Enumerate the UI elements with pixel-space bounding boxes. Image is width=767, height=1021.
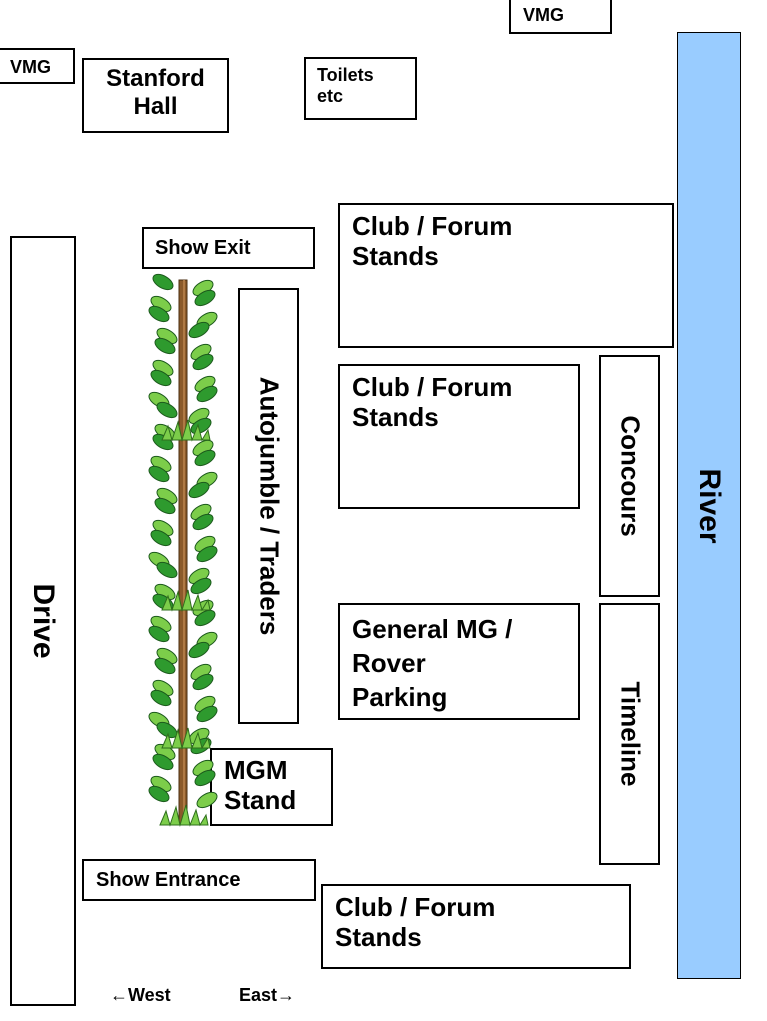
leaf bbox=[194, 769, 216, 787]
show-exit-box: Show Exit bbox=[142, 227, 315, 269]
leaf bbox=[194, 449, 216, 467]
east-label: East→ bbox=[239, 985, 296, 1005]
leaf bbox=[148, 785, 170, 803]
concours-label: Concours bbox=[615, 415, 645, 537]
leaf bbox=[192, 673, 214, 691]
leaf bbox=[150, 689, 172, 707]
tree-icon bbox=[148, 273, 218, 826]
general-parking: General MG / Rover Parking bbox=[338, 603, 580, 720]
drive: Drive bbox=[10, 236, 76, 1006]
show-entrance-box: Show Entrance bbox=[82, 859, 316, 901]
leaf bbox=[188, 641, 210, 659]
timeline: Timeline bbox=[599, 603, 660, 865]
stanford-hall-box: Stanford Hall bbox=[82, 58, 229, 133]
leaf bbox=[196, 791, 218, 809]
leaf bbox=[190, 577, 212, 595]
river-label: River bbox=[693, 467, 726, 544]
mgm-stand-label: MGM Stand bbox=[224, 755, 297, 815]
club-forum-stands-3-label: Club / Forum Stands bbox=[335, 892, 496, 952]
drive-label: Drive bbox=[27, 583, 60, 659]
vmg-top-box: VMG bbox=[509, 0, 612, 34]
timeline-label: Timeline bbox=[615, 681, 645, 787]
club-forum-stands-2-label: Club / Forum Stands bbox=[352, 372, 513, 432]
mgm-stand: MGM Stand bbox=[210, 748, 333, 826]
toilets-box: Toilets etc bbox=[304, 57, 417, 120]
vmg-left-box: VMG bbox=[0, 48, 75, 84]
autojumble-traders: Autojumble / Traders bbox=[238, 288, 299, 724]
show-exit-label: Show Exit bbox=[155, 237, 251, 259]
leaf bbox=[152, 753, 174, 771]
leaf bbox=[154, 497, 176, 515]
leaf bbox=[194, 289, 216, 307]
leaf bbox=[150, 529, 172, 547]
leaf bbox=[192, 513, 214, 531]
leaf bbox=[148, 465, 170, 483]
leaf bbox=[188, 481, 210, 499]
leaf bbox=[192, 353, 214, 371]
vmg-top-label: VMG bbox=[523, 5, 565, 25]
autojumble-traders-label: Autojumble / Traders bbox=[254, 376, 284, 636]
leaf bbox=[156, 401, 178, 419]
leaf bbox=[150, 369, 172, 387]
leaf bbox=[148, 305, 170, 323]
leaf bbox=[148, 625, 170, 643]
club-forum-stands-1-label: Club / Forum Stands bbox=[352, 211, 513, 271]
club-forum-stands-3: Club / Forum Stands bbox=[321, 884, 631, 969]
concours: Concours bbox=[599, 355, 660, 597]
leaf bbox=[188, 321, 210, 339]
vmg-left-label: VMG bbox=[10, 57, 52, 77]
west-label: ←West bbox=[110, 985, 171, 1005]
stanford-hall-label: Stanford Hall bbox=[106, 65, 205, 120]
leaf bbox=[196, 545, 218, 563]
leaf bbox=[194, 609, 216, 627]
leaf bbox=[154, 657, 176, 675]
leaf bbox=[196, 385, 218, 403]
leaf bbox=[196, 705, 218, 723]
general-parking-label: General MG / Rover Parking bbox=[352, 614, 513, 712]
leaf bbox=[154, 337, 176, 355]
toilets-label: Toilets etc bbox=[317, 65, 374, 106]
leaf bbox=[156, 561, 178, 579]
show-entrance-label: Show Entrance bbox=[96, 869, 241, 891]
river: River bbox=[677, 32, 741, 979]
club-forum-stands-1: Club / Forum Stands bbox=[338, 203, 674, 348]
leaf bbox=[152, 273, 174, 291]
club-forum-stands-2: Club / Forum Stands bbox=[338, 364, 580, 509]
tree-line bbox=[148, 273, 218, 826]
